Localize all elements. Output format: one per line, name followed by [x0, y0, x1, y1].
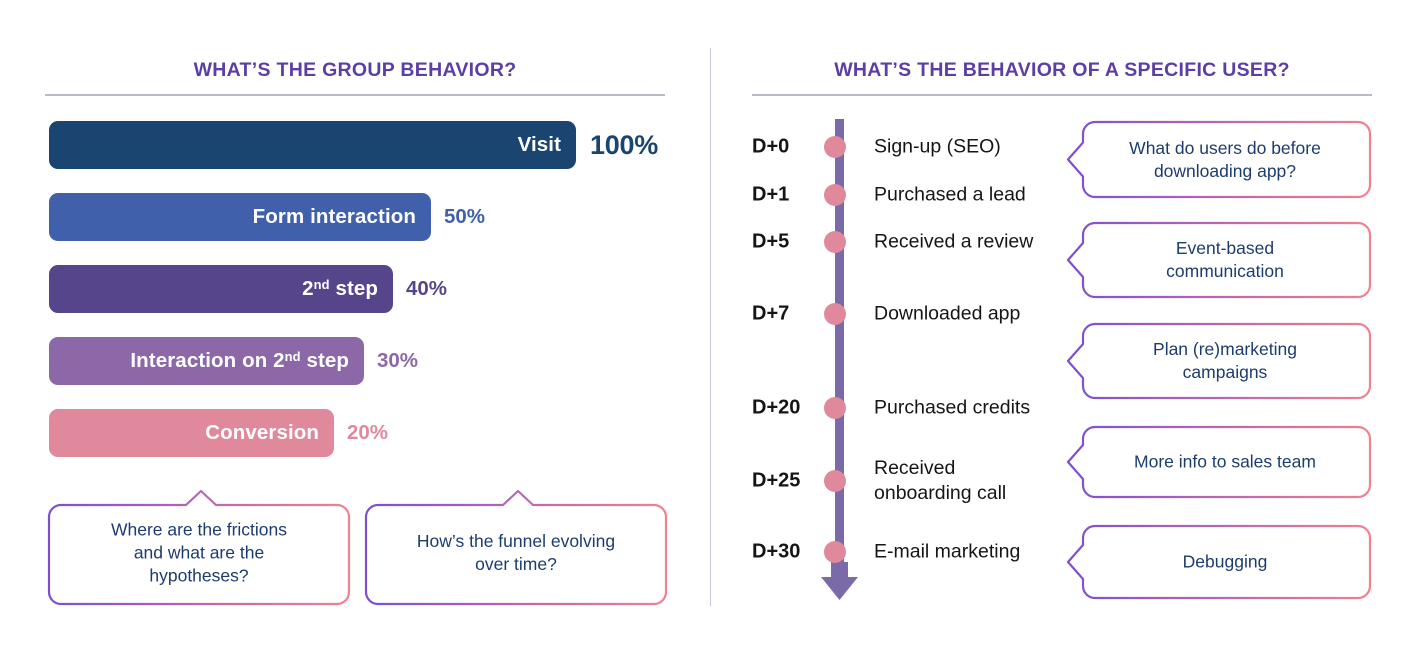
funnel-bar-label: Interaction on 2nd step: [130, 348, 349, 373]
timeline-event-label: Purchased a lead: [874, 183, 1026, 206]
timeline-day-label: D+7: [752, 302, 790, 325]
funnel-bar-label: Visit: [517, 133, 561, 156]
funnel-bar-label: 2nd step: [302, 276, 378, 301]
callout-user-3[interactable]: Plan (re)marketing campaigns: [1066, 322, 1372, 400]
callout-text: Debugging: [1182, 551, 1268, 572]
callout-text: Event-based communication: [1166, 238, 1284, 281]
timeline-arrow-icon: [821, 562, 858, 600]
callout-text: What do users do before downloading app?: [1129, 137, 1321, 181]
callout-text: Where are the frictions and what are the…: [110, 519, 288, 585]
funnel-step-row: Form interaction 50%: [49, 193, 689, 241]
funnel-step-row: 2nd step 40%: [49, 265, 689, 313]
title-underline-right: [752, 94, 1372, 96]
funnel-percent-label: 50%: [444, 205, 486, 228]
funnel-bar[interactable]: Interaction on 2nd step: [49, 337, 364, 385]
page-title-group-behavior: WHAT’S THE GROUP BEHAVIOR?: [193, 59, 517, 81]
timeline-dot-marker: [824, 397, 846, 419]
callout-text: More info to sales team: [1134, 451, 1316, 472]
timeline-event-label: Downloaded app: [874, 302, 1021, 325]
page-title-specific-user: WHAT’S THE BEHAVIOR OF A SPECIFIC USER?: [834, 59, 1290, 81]
timeline-dot-marker: [824, 184, 846, 206]
timeline-axis: [835, 119, 844, 571]
callout-user-2[interactable]: Event-based communication: [1066, 221, 1372, 299]
callout-user-5[interactable]: Debugging: [1066, 524, 1372, 600]
timeline-event-label: E-mail marketing: [874, 540, 1021, 563]
callout-user-4[interactable]: More info to sales team: [1066, 425, 1372, 499]
callout-text: How’s the funnel evolving over time?: [416, 530, 616, 574]
timeline-day-label: D+0: [752, 135, 790, 158]
funnel-bar[interactable]: Conversion: [49, 409, 334, 457]
timeline-dot-marker: [824, 231, 846, 253]
funnel-chart: Visit 100% Form interaction 50% 2nd step 40% I…: [49, 121, 689, 481]
funnel-bar[interactable]: Visit: [49, 121, 576, 169]
funnel-step-row: Conversion 20%: [49, 409, 689, 457]
funnel-step-row: Visit 100%: [49, 121, 689, 169]
funnel-bar[interactable]: 2nd step: [49, 265, 393, 313]
funnel-bar-label: Conversion: [205, 421, 319, 444]
timeline-day-label: D+1: [752, 183, 790, 206]
funnel-percent-label: 100%: [590, 129, 658, 160]
timeline-dot-marker: [824, 303, 846, 325]
timeline-dot-marker: [824, 136, 846, 158]
funnel-percent-label: 20%: [347, 421, 389, 444]
timeline-dot-marker: [824, 470, 846, 492]
timeline-day-label: D+25: [752, 469, 801, 492]
timeline-event-label: Purchased credits: [874, 396, 1031, 419]
funnel-percent-label: 40%: [406, 277, 448, 300]
funnel-bar[interactable]: Form interaction: [49, 193, 431, 241]
funnel-step-row: Interaction on 2nd step 30%: [49, 337, 689, 385]
panel-divider: [710, 48, 711, 606]
callout-group-2[interactable]: How’s the funnel evolving over time?: [364, 489, 668, 606]
timeline-dot-marker: [824, 541, 846, 563]
timeline-day-label: D+5: [752, 230, 790, 253]
timeline-event-label: Received a review: [874, 230, 1034, 253]
funnel-bar-label: Form interaction: [252, 205, 416, 228]
timeline-event-label: Received onboarding call: [874, 457, 1007, 504]
callout-group-1[interactable]: Where are the frictions and what are the…: [47, 489, 351, 606]
funnel-percent-label: 30%: [377, 349, 419, 372]
title-underline-left: [45, 94, 665, 96]
timeline-day-label: D+30: [752, 540, 801, 563]
callout-user-1[interactable]: What do users do before downloading app?: [1066, 120, 1372, 199]
timeline-day-label: D+20: [752, 396, 801, 419]
specific-user-panel: WHAT’S THE BEHAVIOR OF A SPECIFIC USER? …: [710, 0, 1414, 654]
group-behavior-panel: WHAT’S THE GROUP BEHAVIOR? Visit 100% Form…: [45, 59, 689, 481]
callout-text: Plan (re)marketing campaigns: [1153, 339, 1297, 382]
timeline-event-label: Sign-up (SEO): [874, 135, 1001, 158]
